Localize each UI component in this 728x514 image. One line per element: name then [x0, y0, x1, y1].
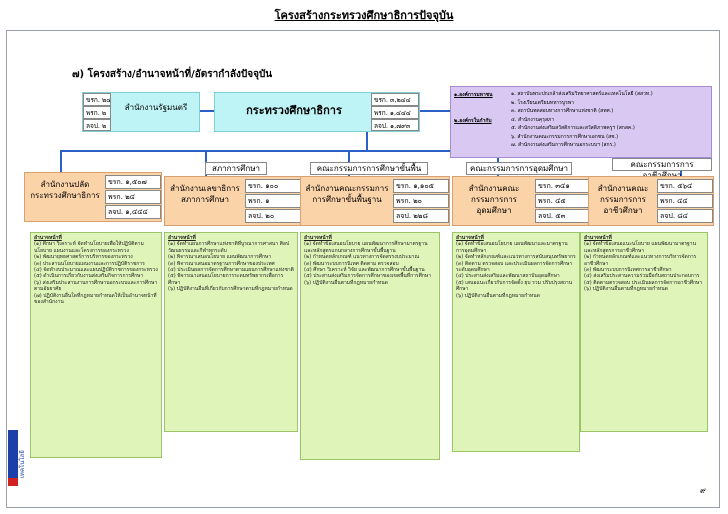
duty-box: อำนาจหน้าที่(๑) จัดทำข้อเสนอแนะนโยบาย แผ… — [580, 232, 708, 432]
office-stat: พรก. ๔๕ — [535, 194, 591, 208]
board-council: สภาการศึกษา — [205, 162, 267, 175]
unit-item: ๒. โรงเรียนเตรียมทหารบูรพา — [511, 99, 574, 106]
duty-box: อำนาจหน้าที่(๑) จัดทำข้อเสนอนโยบาย แผนพั… — [300, 232, 440, 460]
office-box: สำนักงานคณะกรรมการการอุดมศึกษา ขรก. ๓๔๑พร… — [452, 176, 592, 226]
ministry-stat-3: ลจป. ๑,๗๙๓ — [371, 119, 419, 131]
unit-item: ๖. สำนักงานคณะกรรมการการศึกษาเอกชน (สช.) — [511, 133, 619, 140]
office-box: สำนักงานคณะกรรมการการศึกษาขั้นพื้นฐาน ขรก… — [300, 176, 450, 226]
office-stat: ลจป. ๑,๔๔๔ — [105, 205, 161, 219]
ministry-stat-2: พรก. ๑,๔๔๔ — [371, 106, 419, 119]
ministry-box: กระทรวงศึกษาธิการ ขรก. ๓,๒๔๔ พรก. ๑,๔๔๔ … — [214, 92, 420, 132]
section-subtitle: ๗) โครงสร้าง/อำนาจหน้าที่/อัตรากำลังปัจจ… — [72, 69, 273, 80]
page-number: ๙ — [700, 486, 706, 495]
office-stat: ขรก. ๑๐๐ — [245, 179, 301, 193]
unit-item: ๕. สำนักงานส่งเสริมสวัสดิการและสวัสดิภาพ… — [511, 125, 635, 131]
ministry-stat-1: ขรก. ๓,๒๔๔ — [371, 93, 419, 106]
duty-heading: อำนาจหน้าที่ — [456, 235, 484, 241]
duty-box: อำนาจหน้าที่(๑) ศึกษา วิเคราะห์ จัดทำนโย… — [30, 232, 162, 458]
connector-minister — [200, 110, 214, 112]
connector-units — [420, 110, 450, 112]
board-basic: คณะกรรมการการศึกษาขั้นพื้นฐาน — [310, 162, 428, 184]
office-stat: พรก. ๒๔ — [105, 190, 161, 204]
duty-text: (๑) จัดทำแผนการศึกษาแห่งชาติที่บูรณาการศ… — [168, 241, 294, 293]
side-label: เทคโนโลยี — [18, 430, 30, 478]
connector-drop-1 — [60, 150, 62, 172]
units-group-supervised: ๒.องค์กรในกำกับ — [454, 118, 492, 124]
office-box: สำนักงานเลขาธิการสภาการศึกษา ขรก. ๑๐๐พรก.… — [164, 176, 302, 226]
office-label: สำนักงานคณะกรรมการการศึกษาขั้นพื้นฐาน — [305, 184, 389, 204]
office-stat: ขรก. ๓๔๑ — [535, 179, 591, 193]
page-title: โครงสร้างกระทรวงศึกษาธิการปัจจุบัน — [274, 9, 454, 22]
duty-text: (๑) จัดทำข้อเสนอนโยบาย แผนพัฒนาและมาตรฐา… — [456, 241, 576, 299]
duty-box: อำนาจหน้าที่(๑) จัดทำข้อเสนอนโยบาย แผนพั… — [452, 232, 580, 452]
office-stat: ขรก. ๑,๕๐๗ — [105, 175, 161, 189]
duty-heading: อำนาจหน้าที่ — [584, 235, 612, 241]
office-stat: ขรก. ๕๖๔ — [657, 179, 713, 193]
office-stat: ลจป. ๒๐ — [245, 209, 301, 223]
minister-stat-1: ขรก. ๒๔ — [83, 93, 111, 106]
side-marker — [8, 478, 18, 486]
connector-trunk — [366, 132, 368, 152]
connector-bus — [60, 150, 682, 152]
unit-item: ๗. สำนักงานส่งเสริมการศึกษานอกระบบฯ (สกร… — [511, 142, 616, 148]
affiliated-units-box: ๑.องค์การมหาชน ๒.องค์กรในกำกับ ๑. สถาบัน… — [450, 86, 712, 158]
ministry-label: กระทรวงศึกษาธิการ — [246, 104, 342, 117]
office-stat: ลจป. ๘๔ — [657, 209, 713, 223]
unit-item: ๔. สำนักงานคุรุสภา — [511, 116, 555, 123]
board-vocational: คณะกรรมการการอาชีวศึกษา — [612, 158, 712, 180]
duty-text: (๑) จัดทำข้อเสนอแนะนโยบาย แผนพัฒนามาตรฐา… — [584, 241, 703, 293]
minister-office-label: สำนักงานรัฐมนตรี — [124, 103, 188, 112]
office-box: สำนักงานปลัดกระทรวงศึกษาธิการ ขรก. ๑,๕๐๗พ… — [24, 172, 162, 222]
unit-item: ๑. สถาบันพระปกเกล้าส่งเสริมวิทยาศาสตร์แล… — [511, 91, 653, 97]
office-stat: ลจป. ๒๒๘ — [393, 209, 449, 223]
minister-office-box: ขรก. ๒๔ พรก. ๒ ลจป. ๒ สำนักงานรัฐมนตรี — [82, 92, 200, 132]
office-stat: พรก. ๑ — [245, 194, 301, 208]
office-stat: พรก. ๔๔ — [657, 194, 713, 208]
minister-stat-3: ลจป. ๒ — [83, 119, 111, 131]
board-higher: คณะกรรมการการอุดมศึกษา — [466, 162, 572, 175]
duty-heading: อำนาจหน้าที่ — [168, 235, 196, 241]
duty-text: (๑) ศึกษา วิเคราะห์ จัดทำนโยบายเพื่อให้ป… — [34, 241, 158, 306]
office-label: สำนักงานเลขาธิการสภาการศึกษา — [170, 184, 240, 204]
diagram-frame — [6, 30, 720, 508]
unit-item: ๓. สถาบันทดสอบทางการศึกษาแห่งชาติ (สทศ.) — [511, 108, 614, 114]
office-stat: ขรก. ๑,๑๐๕ — [393, 179, 449, 193]
office-label: สำนักงานคณะกรรมการการอุดมศึกษา — [468, 184, 520, 215]
units-list: ๑. สถาบันพระปกเกล้าส่งเสริมวิทยาศาสตร์แล… — [511, 90, 711, 150]
duty-text: (๑) จัดทำข้อเสนอนโยบาย แผนพัฒนาการศึกษาม… — [304, 241, 431, 286]
side-logo — [8, 430, 18, 478]
units-group-public: ๑.องค์การมหาชน — [454, 92, 493, 98]
office-label: สำนักงานคณะกรรมการการอาชีวศึกษา — [597, 184, 649, 215]
duty-box: อำนาจหน้าที่(๑) จัดทำแผนการศึกษาแห่งชาติ… — [164, 232, 298, 432]
office-box: สำนักงานคณะกรรมการการอาชีวศึกษา ขรก. ๕๖๔พ… — [588, 176, 714, 226]
duty-heading: อำนาจหน้าที่ — [34, 235, 62, 241]
office-label: สำนักงานปลัดกระทรวงศึกษาธิการ — [30, 180, 100, 200]
minister-stat-2: พรก. ๒ — [83, 106, 111, 119]
duty-heading: อำนาจหน้าที่ — [304, 235, 332, 241]
office-stat: พรก. ๒๐ — [393, 194, 449, 208]
office-stat: ลจป. ๕๓ — [535, 209, 591, 223]
